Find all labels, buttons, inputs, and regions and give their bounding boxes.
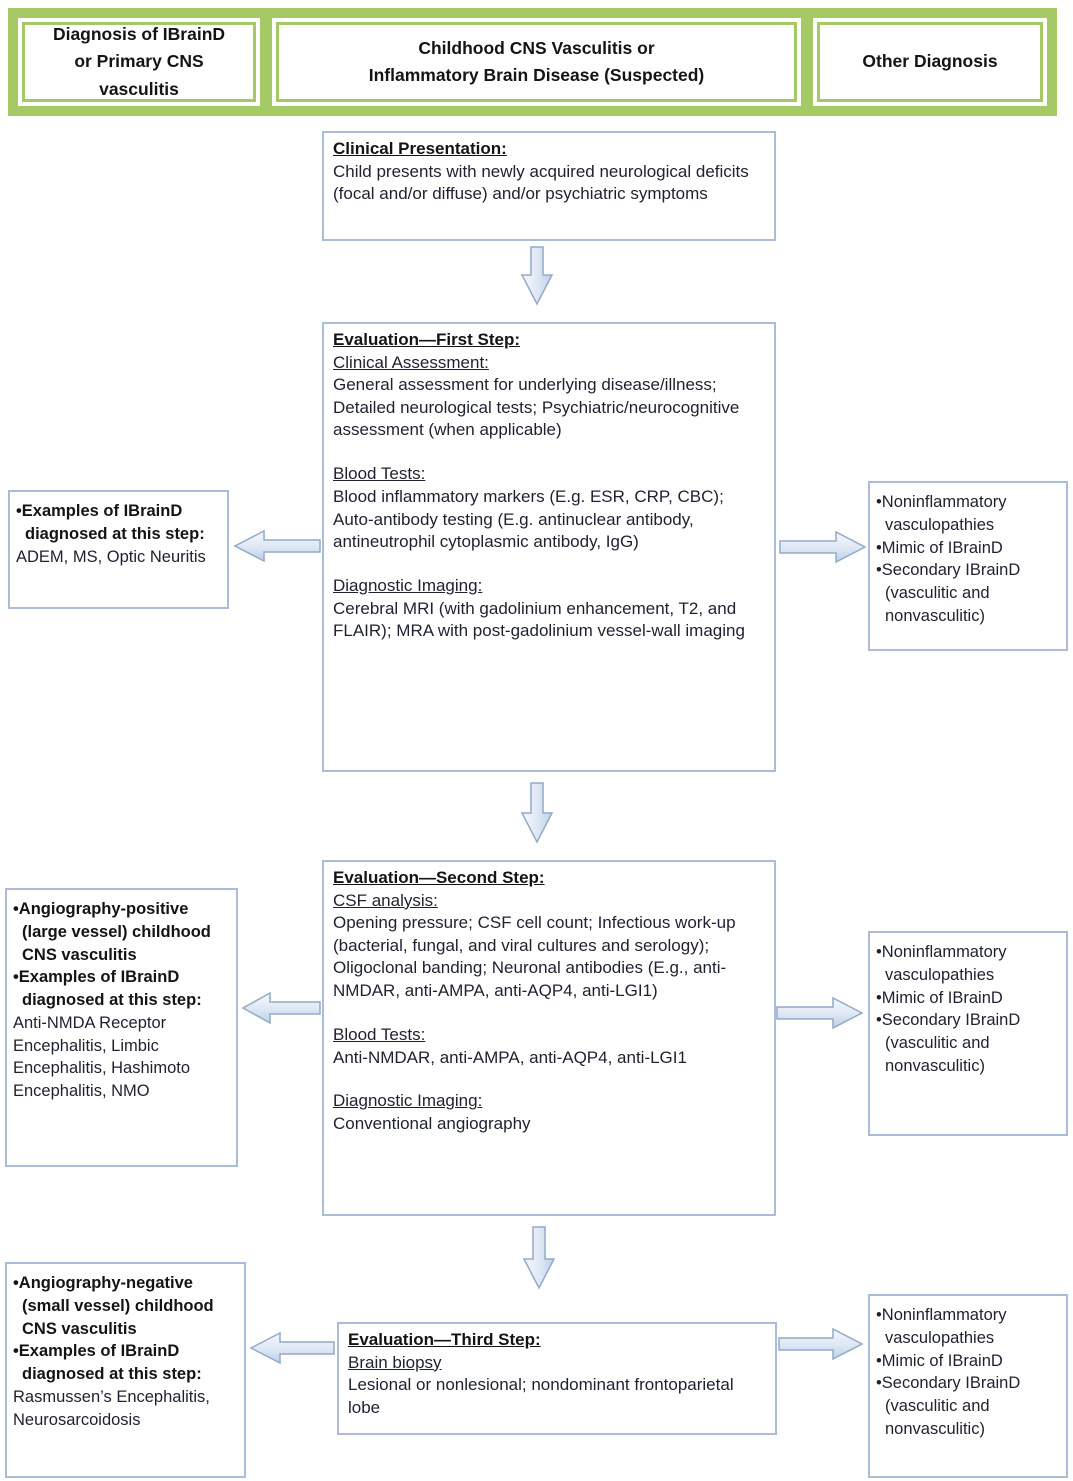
arrow-down-icon — [519, 246, 555, 306]
first-step-blood-tests-label: Blood Tests: — [333, 464, 426, 484]
right-box-third-step: Noninflammatory vasculopathies Mimic of … — [868, 1294, 1068, 1478]
right2-bullet-mimic: Mimic of IBrainD — [876, 987, 1061, 1010]
left3-bullet-examples: Examples of IBrainD diagnosed at this st… — [13, 1340, 239, 1386]
first-step-title: Evaluation—First Step: — [333, 330, 521, 349]
left2-bullet-examples: Examples of IBrainD diagnosed at this st… — [13, 966, 231, 1012]
left1-examples-text: ADEM, MS, Optic Neuritis — [16, 547, 206, 566]
second-step-blood-tests-text: Anti-NMDAR, anti-AMPA, anti-AQP4, anti-L… — [333, 1047, 687, 1067]
arrow-down-icon — [521, 1226, 557, 1290]
evaluation-second-step-box: Evaluation—Second Step: CSF analysis: Op… — [322, 860, 776, 1216]
right1-bullet-mimic: Mimic of IBrainD — [876, 537, 1061, 560]
evaluation-third-step-box: Evaluation—Third Step: Brain biopsy Lesi… — [337, 1322, 777, 1435]
arrow-left-icon — [233, 528, 321, 564]
evaluation-first-step-box: Evaluation—First Step: Clinical Assessme… — [322, 322, 776, 772]
second-step-csf-analysis-label: CSF analysis: — [333, 890, 438, 910]
header-left-label: Diagnosis of IBrainD or Primary CNS vasc… — [52, 24, 226, 99]
right3-bullet-secondary: Secondary IBrainD (vasculitic and nonvas… — [876, 1372, 1061, 1440]
left-box-third-step: Angiography-negative (small vessel) chil… — [5, 1262, 246, 1478]
left-box-first-step: Examples of IBrainD diagnosed at this st… — [8, 490, 229, 609]
third-step-brain-biopsy-text: Lesional or nonlesional; nondominant fro… — [348, 1375, 734, 1417]
first-step-blood-tests-text: Blood inflammatory markers (E.g. ESR, CR… — [333, 486, 724, 552]
arrow-right-icon — [778, 1326, 864, 1362]
right3-bullet-mimic: Mimic of IBrainD — [876, 1350, 1061, 1373]
arrow-down-icon — [519, 782, 555, 844]
header-right-label: Other Diagnosis — [862, 51, 998, 72]
first-step-clinical-assessment-text: General assessment for underlying diseas… — [333, 375, 740, 440]
right2-bullet-secondary: Secondary IBrainD (vasculitic and nonvas… — [876, 1009, 1061, 1077]
third-step-brain-biopsy-label: Brain biopsy — [348, 1352, 442, 1372]
arrow-right-icon — [776, 995, 864, 1031]
first-step-diagnostic-imaging-label: Diagnostic Imaging: — [333, 575, 483, 595]
left1-bullet-examples: Examples of IBrainD diagnosed at this st… — [16, 500, 222, 546]
left-box-second-step: Angiography-positive (large vessel) chil… — [5, 888, 238, 1167]
clinical-presentation-box: Clinical Presentation: Child presents wi… — [322, 131, 776, 241]
clinical-presentation-body: Child presents with newly acquired neuro… — [333, 161, 749, 204]
right3-bullet-noninflammatory: Noninflammatory vasculopathies — [876, 1304, 1061, 1350]
header-cell-suspected-disease: Childhood CNS Vasculitis or Inflammatory… — [276, 22, 797, 102]
left2-examples-text: Anti-NMDA Receptor Encephalitis, Limbic … — [13, 1013, 191, 1101]
second-step-diagnostic-imaging-text: Conventional angiography — [333, 1113, 531, 1133]
header-center-label: Childhood CNS Vasculitis or Inflammatory… — [368, 37, 705, 85]
header-cell-diagnosis-ibraind: Diagnosis of IBrainD or Primary CNS vasc… — [22, 22, 256, 102]
second-step-blood-tests-label: Blood Tests: — [333, 1024, 426, 1044]
second-step-csf-analysis-text: Opening pressure; CSF cell count; Infect… — [333, 913, 736, 1001]
left3-examples-text: Rasmussen’s Encephalitis, Neurosarcoidos… — [13, 1387, 210, 1429]
right1-bullet-secondary: Secondary IBrainD (vasculitic and nonvas… — [876, 559, 1061, 627]
left2-bullet-angiography-positive: Angiography-positive (large vessel) chil… — [13, 898, 231, 966]
arrow-left-icon — [249, 1330, 335, 1366]
left3-bullet-angiography-negative: Angiography-negative (small vessel) chil… — [13, 1272, 239, 1340]
arrow-right-icon — [779, 529, 867, 565]
second-step-diagnostic-imaging-label: Diagnostic Imaging: — [333, 1091, 483, 1111]
header-strip: Diagnosis of IBrainD or Primary CNS vasc… — [8, 8, 1057, 116]
first-step-diagnostic-imaging-text: Cerebral MRI (with gadolinium enhancemen… — [333, 598, 745, 641]
clinical-presentation-title: Clinical Presentation: — [333, 139, 507, 158]
third-step-title: Evaluation—Third Step: — [348, 1330, 541, 1349]
header-cell-other-diagnosis: Other Diagnosis — [817, 22, 1043, 102]
first-step-clinical-assessment-label: Clinical Assessment: — [333, 352, 489, 372]
right-box-second-step: Noninflammatory vasculopathies Mimic of … — [868, 931, 1068, 1136]
arrow-left-icon — [241, 990, 321, 1026]
right-box-first-step: Noninflammatory vasculopathies Mimic of … — [868, 481, 1068, 651]
second-step-title: Evaluation—Second Step: — [333, 868, 545, 887]
right1-bullet-noninflammatory: Noninflammatory vasculopathies — [876, 491, 1061, 537]
right2-bullet-noninflammatory: Noninflammatory vasculopathies — [876, 941, 1061, 987]
